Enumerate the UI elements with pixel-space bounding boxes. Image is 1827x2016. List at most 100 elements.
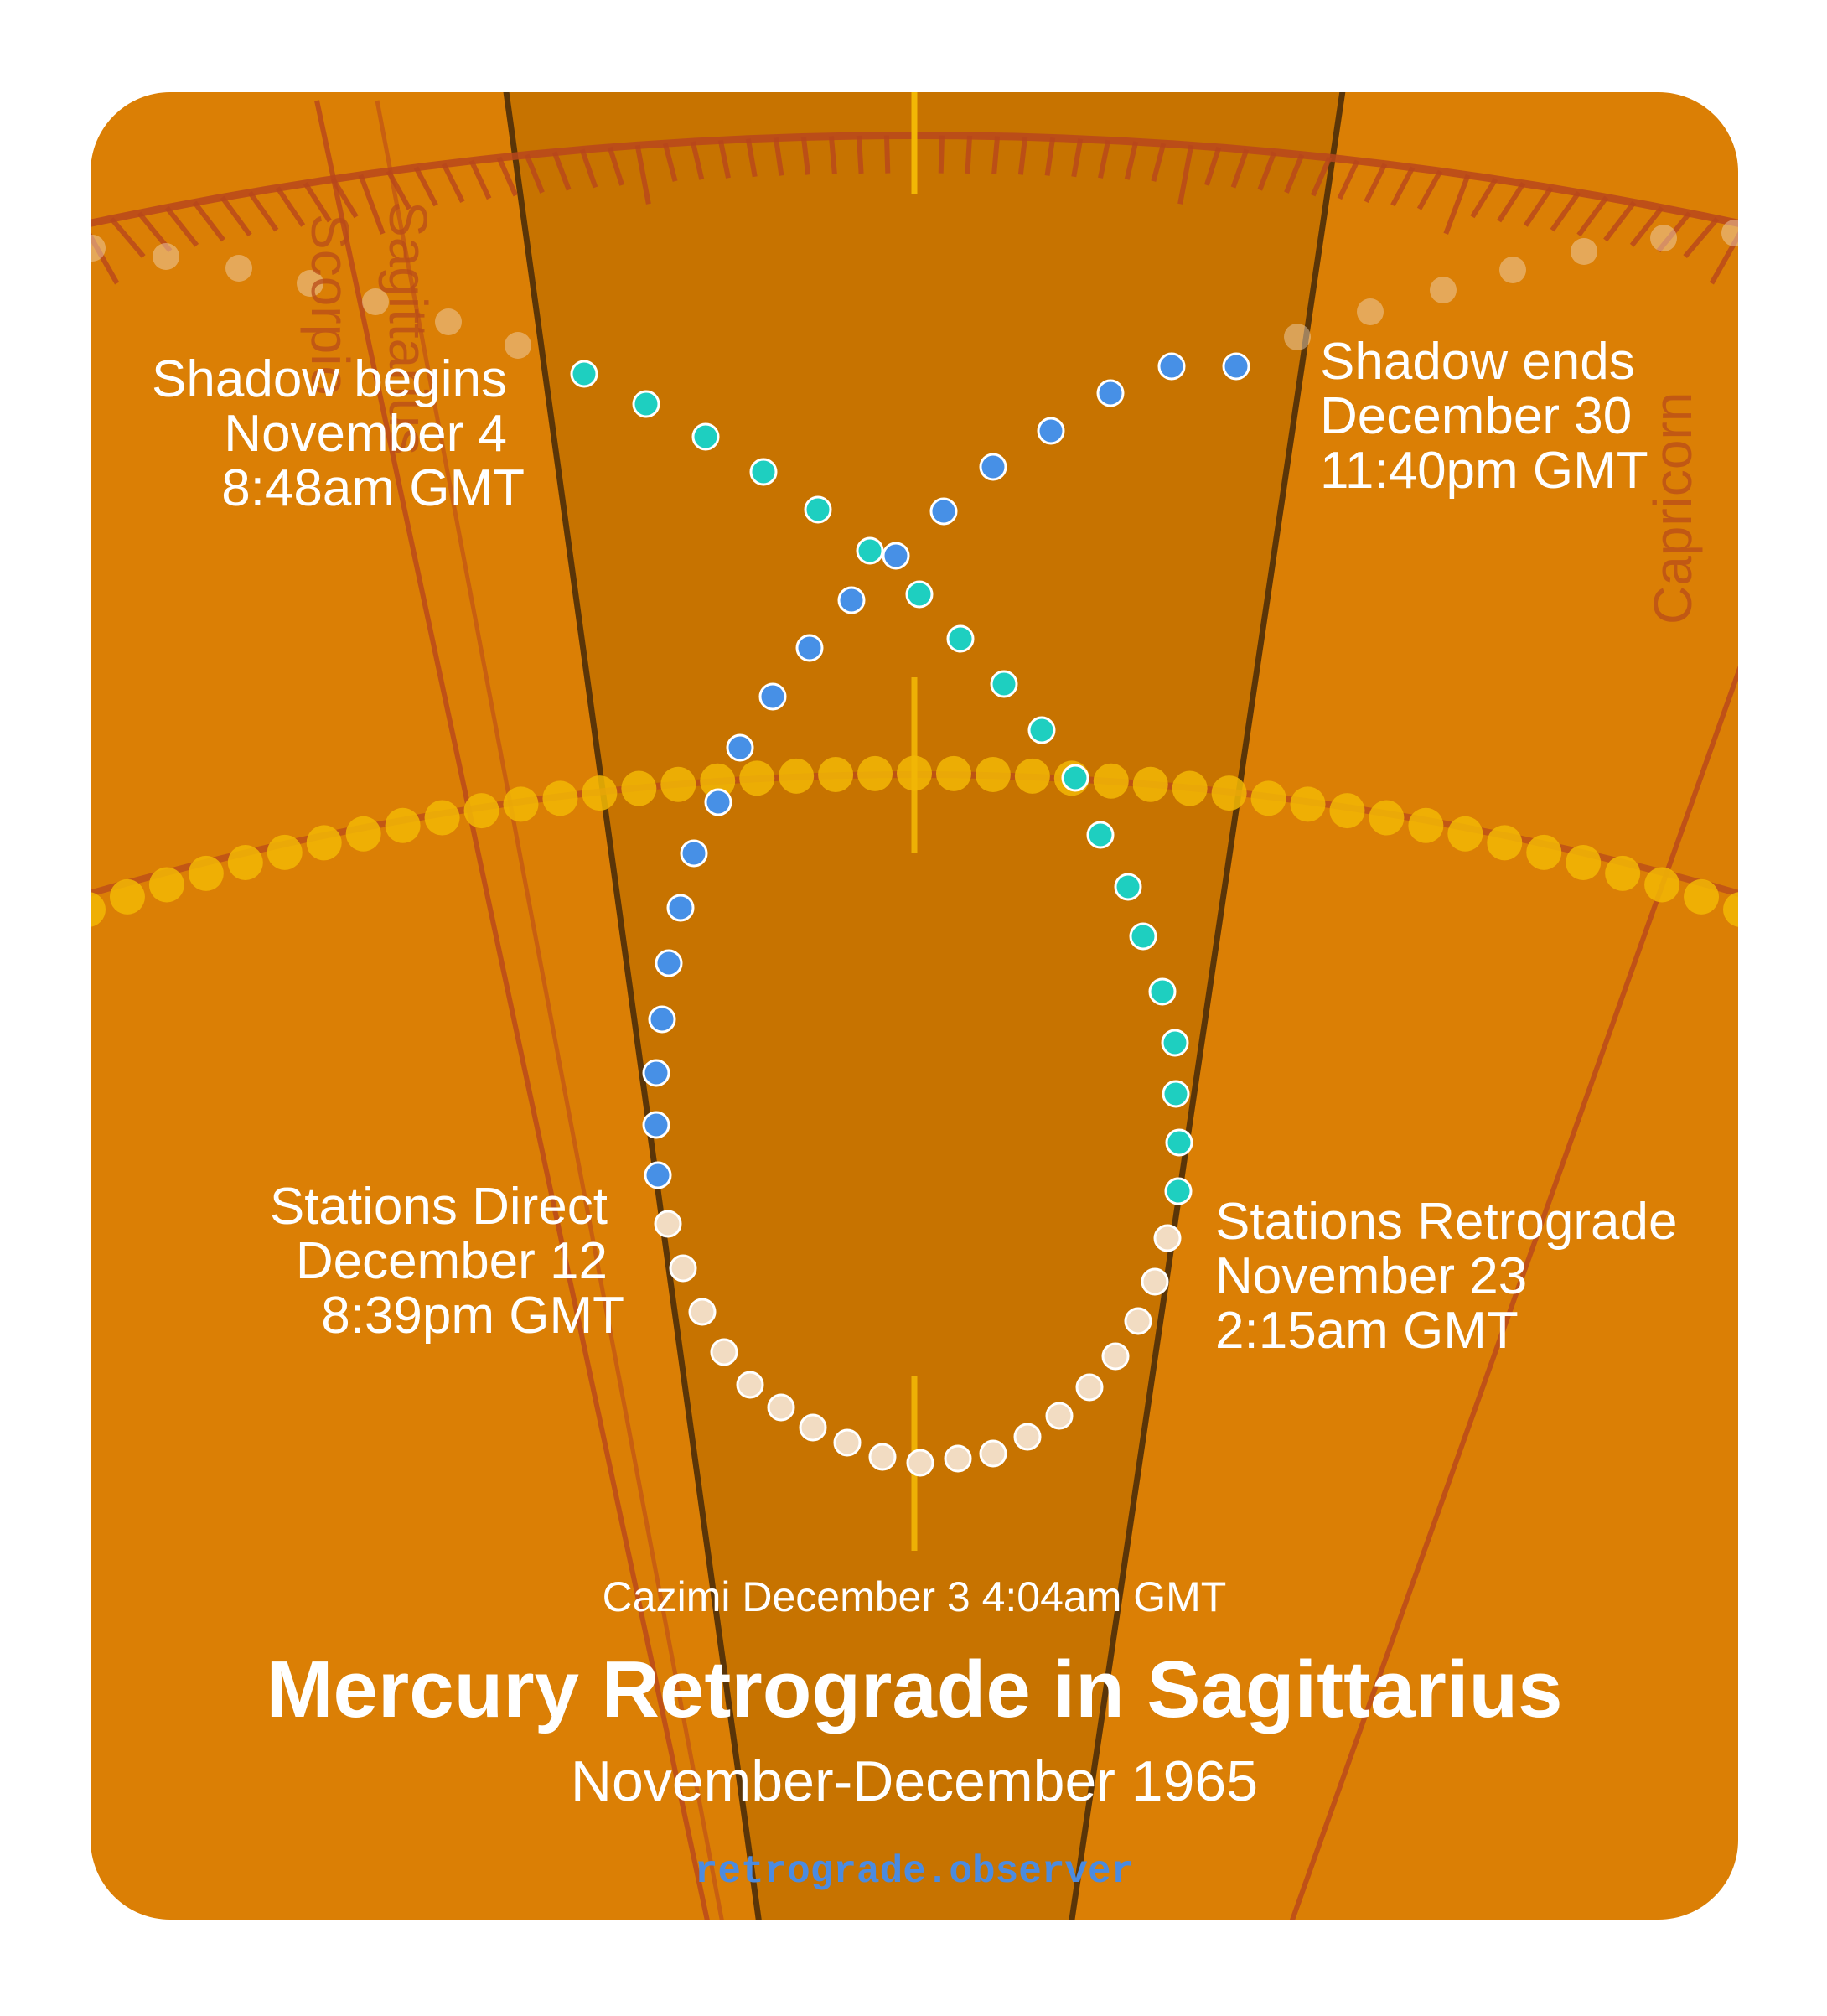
sun-dot bbox=[188, 855, 224, 891]
post-shadow-dot bbox=[642, 1111, 670, 1139]
ring-tick bbox=[1044, 137, 1056, 176]
ring-tick bbox=[275, 186, 306, 227]
ring-tick bbox=[1230, 148, 1250, 189]
sun-dot bbox=[1684, 878, 1720, 915]
post-shadow-dot bbox=[1096, 379, 1125, 407]
sun-dot bbox=[1132, 766, 1168, 802]
sign-boundary-line bbox=[314, 100, 713, 1920]
retrograde-dot bbox=[654, 1210, 682, 1238]
outer-path-dot bbox=[1284, 324, 1311, 350]
pre-shadow-dot bbox=[804, 495, 832, 524]
ring-tick bbox=[1709, 223, 1738, 285]
outer-path-dot bbox=[362, 288, 389, 315]
sun-dot bbox=[1723, 892, 1738, 927]
sun-dot bbox=[91, 892, 106, 927]
ring-tick bbox=[1443, 174, 1471, 235]
ring-tick bbox=[330, 178, 359, 219]
pre-shadow-dot bbox=[1161, 1029, 1189, 1057]
ring-tick bbox=[1098, 139, 1111, 179]
ring-tick bbox=[1390, 166, 1416, 207]
outer-path-dot bbox=[1430, 277, 1457, 303]
post-shadow-dot bbox=[929, 497, 958, 526]
post-shadow-dot bbox=[680, 839, 708, 868]
outer-path-dot bbox=[91, 235, 106, 262]
retrograde-dot bbox=[868, 1443, 897, 1471]
post-shadow-dot bbox=[1222, 352, 1250, 381]
ring-tick bbox=[717, 139, 731, 179]
sun-dot bbox=[1487, 825, 1523, 861]
ring-tick bbox=[773, 137, 784, 176]
retrograde-dot bbox=[833, 1428, 862, 1457]
retrograde-dot bbox=[1124, 1307, 1152, 1335]
stations-retrograde-date: November 23 bbox=[1215, 1247, 1527, 1305]
retrograde-dot bbox=[906, 1449, 934, 1477]
ring-tick bbox=[137, 211, 173, 253]
ring-tick bbox=[303, 182, 332, 223]
sign-label-scorpio: Scorpio bbox=[300, 214, 360, 396]
ring-tick bbox=[468, 159, 492, 200]
sun-dot bbox=[1093, 763, 1129, 799]
mercury-path bbox=[570, 352, 1250, 1477]
stations-direct-title: Stations Direct bbox=[270, 1178, 608, 1236]
sun-dot bbox=[424, 800, 460, 836]
pre-shadow-dot bbox=[1061, 764, 1089, 792]
post-shadow-dot bbox=[1157, 352, 1186, 381]
sun-dot bbox=[109, 878, 145, 915]
site-link[interactable]: retrograde.observer bbox=[695, 1850, 1135, 1894]
pre-shadow-dot bbox=[946, 624, 975, 653]
sun-dot bbox=[975, 756, 1011, 792]
post-shadow-dot bbox=[642, 1059, 670, 1087]
retrograde-dot bbox=[799, 1413, 827, 1442]
zodiac-ring-ticks bbox=[91, 135, 1738, 285]
label-shadow-begins: Shadow begins November 4 8:48am GMT bbox=[152, 350, 525, 517]
ring-tick bbox=[524, 153, 545, 194]
shadow-begin-line bbox=[501, 92, 764, 1920]
ring-tick bbox=[1257, 151, 1277, 191]
pre-shadow-dot bbox=[905, 580, 934, 609]
stations-direct-date: December 12 bbox=[296, 1232, 608, 1290]
pre-shadow-dot bbox=[691, 422, 720, 451]
sun-dot bbox=[306, 825, 342, 861]
sign-label-sagittarius: Sagittarius bbox=[378, 201, 438, 454]
pre-shadow-dot bbox=[570, 360, 598, 388]
pre-shadow-dot bbox=[990, 670, 1018, 698]
retrograde-dot bbox=[669, 1254, 697, 1283]
ring-tick bbox=[965, 135, 973, 174]
stations-retrograde-title: Stations Retrograde bbox=[1215, 1193, 1677, 1251]
ring-tick bbox=[1576, 195, 1609, 237]
pre-shadow-dot bbox=[749, 458, 778, 486]
sun-dot bbox=[582, 775, 618, 811]
ring-tick bbox=[358, 174, 386, 235]
ring-tick bbox=[1629, 205, 1664, 247]
outer-path-dots bbox=[91, 220, 1738, 359]
sun-dot bbox=[267, 834, 303, 870]
ring-tick bbox=[938, 135, 945, 174]
sun-dot bbox=[739, 760, 775, 796]
sun-dot bbox=[1014, 758, 1050, 794]
sun-path-dots bbox=[91, 755, 1738, 927]
pre-shadow-dot bbox=[1086, 821, 1115, 849]
sun-dot bbox=[1211, 775, 1247, 811]
retrograde-dot bbox=[1075, 1373, 1104, 1402]
ring-tick bbox=[192, 200, 225, 242]
sun-dot bbox=[1566, 844, 1602, 880]
post-shadow-dot bbox=[648, 1005, 676, 1034]
sun-dot bbox=[660, 766, 696, 802]
retrograde-dot bbox=[1045, 1402, 1074, 1430]
outer-path-dot bbox=[1650, 225, 1677, 251]
outer-path-dot bbox=[435, 308, 462, 335]
outer-path-dot bbox=[1357, 298, 1384, 325]
sun-dot bbox=[1447, 816, 1483, 852]
outer-path-dot bbox=[1571, 238, 1597, 265]
ring-tick bbox=[662, 143, 678, 182]
retrograde-dot bbox=[944, 1444, 972, 1473]
retrograde-dot bbox=[688, 1298, 717, 1326]
pre-shadow-dot bbox=[1027, 716, 1056, 744]
ring-tick bbox=[883, 135, 891, 174]
outer-path-dot bbox=[1499, 257, 1526, 283]
ring-tick bbox=[1124, 141, 1139, 180]
ring-tick bbox=[1603, 200, 1637, 242]
ring-tick bbox=[1017, 137, 1028, 175]
